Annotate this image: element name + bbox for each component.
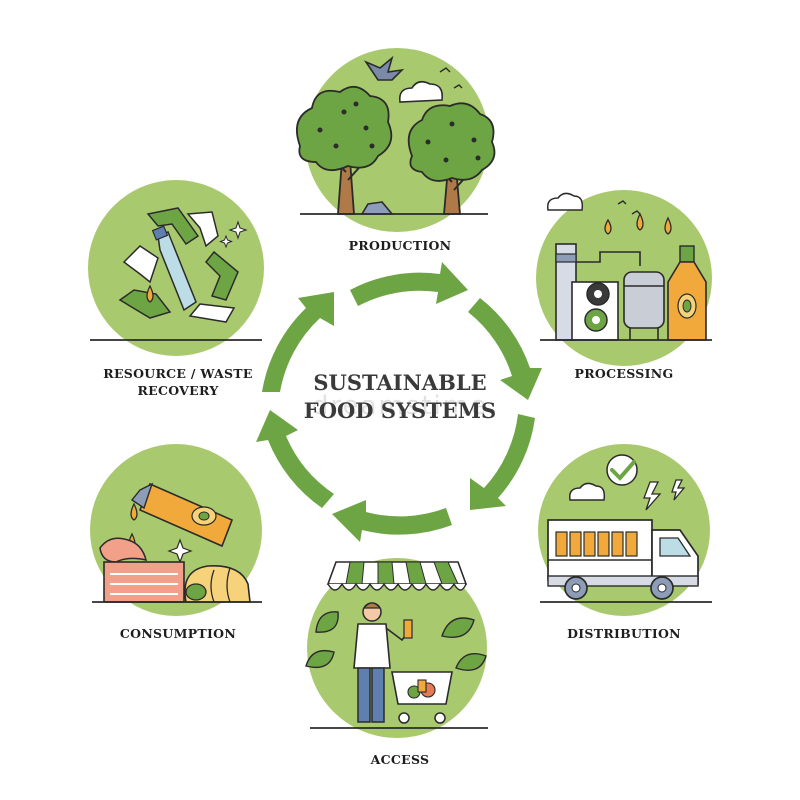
stage-production: PRODUCTION [296,48,496,253]
cloud-icon [546,192,584,211]
stage-distribution: DISTRIBUTION [538,444,712,641]
drop-icon [664,216,672,235]
stage-label-production: PRODUCTION [349,238,452,253]
recycle-icon [118,207,239,323]
cloud-icon [398,80,444,103]
leaf-icon [455,653,487,671]
leaf-icon [305,649,335,669]
cycle-arrows [256,262,542,542]
stage-resource-waste-recovery: RESOURCE / WASTE RECOVERY [88,180,264,398]
stage-consumption: CONSUMPTION [90,444,262,641]
cloud-icon [568,482,606,501]
leaf-icon [441,617,475,638]
tank-icon [623,271,665,340]
lightning-icon [643,481,662,511]
sparkle-icon [228,220,248,240]
stage-label-access: ACCESS [370,752,430,767]
bottle-icon [130,482,234,548]
awning-icon [326,561,468,591]
bird-icon [363,55,405,81]
gear-icon [584,308,608,332]
diagram-title-line-1: SUSTAINABLE [313,370,486,395]
stage-label-distribution: DISTRIBUTION [567,626,681,641]
cart-icon [391,671,453,724]
watermark: dreamstime [312,391,488,421]
bread-icon [184,565,251,603]
fish-icon [103,561,185,603]
bottle-icon [667,245,707,341]
drop-icon [636,212,644,231]
cycle-arrow-1 [350,262,468,306]
tree-icon [296,86,393,215]
sparkle-icon [219,234,233,249]
stage-processing: PROCESSING [536,190,712,381]
tree-icon [407,102,496,215]
leaf-icon [315,611,339,633]
bottle-icon [151,225,197,312]
drop-icon [604,218,612,235]
stage-access: ACCESS [305,558,488,767]
drop-icon [146,284,154,303]
diagram-title-line-2: FOOD SYSTEMS [304,398,496,423]
lightning-icon [671,479,686,501]
stage-label-processing: PROCESSING [575,366,674,381]
checkmark-icon [606,454,638,486]
drop-icon [130,502,138,521]
cycle-arrow-2 [468,298,542,400]
truck-icon [547,519,699,600]
cycle-arrow-5 [256,410,334,508]
shrimp-icon [99,537,148,563]
stage-label-consumption: CONSUMPTION [120,626,236,641]
cycle-arrow-3 [470,414,535,510]
cycle-arrow-4 [332,500,452,542]
stage-label-recovery-line-2: RECOVERY [137,383,219,398]
cycle-arrow-6 [262,292,334,392]
gear-icon [586,282,610,306]
stage-label-recovery-line-1: RESOURCE / WASTE [103,366,252,381]
shopper-icon [353,602,413,723]
